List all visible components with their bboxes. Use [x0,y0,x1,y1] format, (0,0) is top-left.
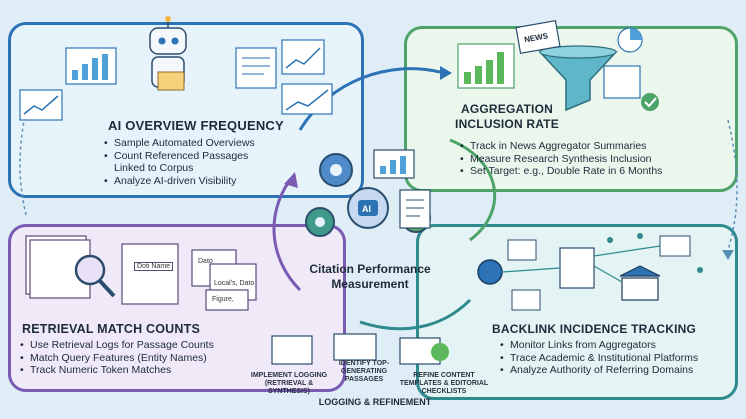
list-item: Monitor Links from Aggregators [500,339,730,352]
aggregation-title-line1: AGGREGATION [461,102,553,116]
aggregation-bullets: Track in News Aggregator Summaries Measu… [460,140,700,178]
list-item: Match Query Features (Entity Names) [20,352,260,365]
aggregation-title: AGGREGATION INCLUSION RATE [452,102,562,132]
outer-arrow-right [727,119,738,251]
backlink-title: BACKLINK INCIDENCE TRACKING [492,322,697,336]
chart-icon-ai [19,47,117,121]
retrieval-title: RETRIEVAL MATCH COUNTS [22,322,201,336]
outer-arrowhead-right [722,250,734,260]
backlink-bullets: Monitor Links from Aggregators Trace Aca… [500,339,730,377]
cycle-arrow-bottom [359,298,472,331]
news-paper-icon: NEWS [515,20,561,54]
funnel-icon [538,45,618,112]
cycle-arrowhead-left [284,172,298,188]
step-identify-passages: IDENTIFY TOP-GENERATING PASSAGES [338,360,390,383]
doc-label: Dato [198,258,213,265]
step-refine-content: REFINE CONTENT TEMPLATES & EDITORIAL CHE… [399,372,489,395]
list-item: Sample Automated Overviews [104,137,274,150]
list-item: Analyze AI-driven Visibility [104,175,274,188]
cycle-arrowhead-top [440,66,452,80]
network-icon [477,233,703,311]
list-item: Count Referenced Passages Linked to Corp… [104,150,274,175]
list-item: Track in News Aggregator Summaries [460,140,700,153]
robot-icon [149,16,187,91]
ai-overview-bullets: Sample Automated Overviews Count Referen… [104,137,274,187]
retrieval-bullets: Use Retrieval Logs for Passage Counts Ma… [20,339,260,377]
list-item: Analyze Authority of Referring Domains [500,364,730,377]
list-item: Trace Academic & Institutional Platforms [500,352,730,365]
list-item: Track Numeric Token Matches [20,364,260,377]
bottom-step-icons [271,333,449,365]
document-icons-ai [235,39,333,115]
ai-badge: AI [362,204,371,214]
center-title: Citation Performance Measurement [309,262,431,291]
logging-refinement-label: LOGGING & REFINEMENT [318,397,432,407]
list-item: Use Retrieval Logs for Passage Counts [20,339,260,352]
gear-cluster-icon [305,149,431,237]
news-label: NEWS [524,31,550,44]
doc-label: Doti Name [134,262,174,271]
list-item: Set Target: e.g., Double Rate in 6 Month… [460,165,700,178]
doc-label: Local's, Dato [214,280,255,287]
step-implement-logging: IMPLEMENT LOGGING (RETRIEVAL & SYNTHESIS… [250,372,328,395]
ai-overview-title: AI OVERVIEW FREQUENCY [108,118,284,133]
magnifier-icon [74,254,116,298]
chart-icon-agg [457,27,659,111]
aggregation-title-line2: INCLUSION RATE [455,117,559,131]
list-item: Measure Research Synthesis Inclusion [460,153,700,166]
cycle-arrow-left [272,179,302,292]
outer-arrow-left [19,109,27,216]
doc-label: Figure, [212,296,234,303]
